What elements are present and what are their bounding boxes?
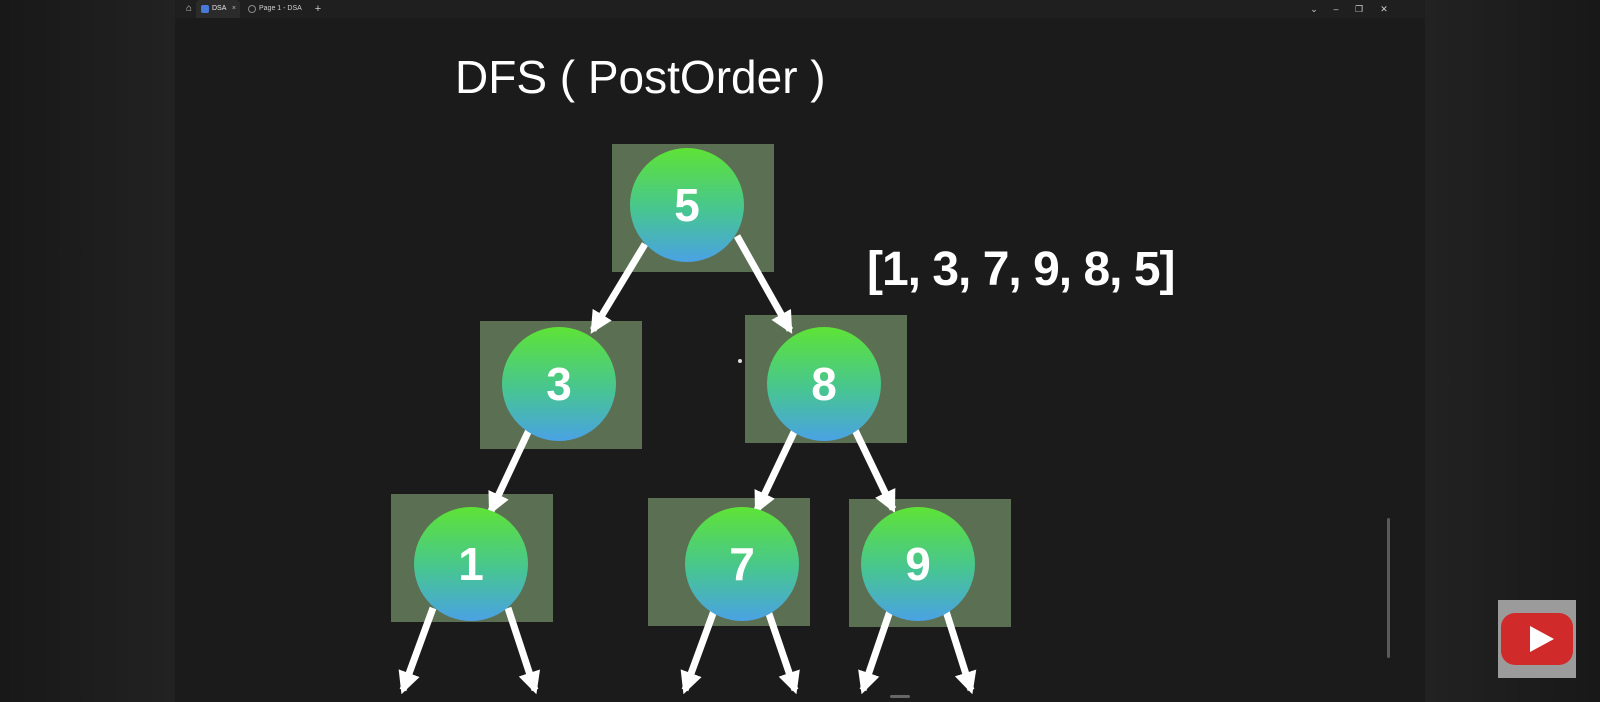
tree-node-5: 5 [630, 148, 744, 262]
cursor-dot [738, 359, 742, 363]
new-tab-icon[interactable]: + [314, 3, 322, 15]
minimize-icon[interactable]: – [1333, 4, 1339, 14]
close-window-icon[interactable]: ✕ [1380, 4, 1388, 14]
home-icon[interactable]: ⌂ [185, 3, 193, 14]
app-logo-icon [201, 5, 209, 13]
right-letterbox [1425, 0, 1600, 702]
vertical-scrollbar[interactable] [1387, 518, 1390, 658]
slide-canvas: DFS ( PostOrder ) [1, 3, 7, 9, 8, 5] [175, 18, 1425, 702]
tab-dsa[interactable]: DSA × [196, 0, 240, 18]
edge-9-right [941, 606, 977, 695]
left-letterbox [0, 0, 175, 702]
tree-node-1: 1 [414, 507, 528, 621]
globe-icon [248, 5, 256, 13]
edge-8-9 [851, 428, 897, 514]
bottom-handle[interactable] [890, 695, 910, 698]
edge-8-7 [753, 428, 799, 515]
tree-edges [398, 234, 977, 695]
youtube-logo-icon [1501, 613, 1573, 665]
edge-7-left [680, 606, 719, 695]
tree-node-3: 3 [502, 327, 616, 441]
tree-node-9: 9 [861, 507, 975, 621]
edge-5-8 [733, 234, 794, 334]
tab-page-1[interactable]: Page 1 - DSA [243, 0, 305, 18]
edge-1-left [398, 606, 437, 695]
postorder-result: [1, 3, 7, 9, 8, 5] [867, 243, 1175, 296]
play-icon [1530, 626, 1554, 652]
edge-3-1 [487, 428, 533, 516]
edge-9-left [858, 606, 895, 695]
tree-node-8: 8 [767, 327, 881, 441]
youtube-watermark[interactable] [1498, 600, 1576, 678]
tab-label: Page 1 - DSA [259, 5, 302, 12]
title-bar: ⌂ DSA × Page 1 - DSA + ⌄ – ❐ ✕ [175, 0, 1425, 18]
restore-icon[interactable]: ❐ [1354, 4, 1364, 14]
tab-label: DSA [212, 5, 227, 12]
chevron-down-icon[interactable]: ⌄ [1310, 4, 1318, 14]
app-window: ⌂ DSA × Page 1 - DSA + ⌄ – ❐ ✕ DFS ( Pos… [175, 0, 1425, 702]
edge-1-right [504, 606, 541, 695]
close-tab-icon[interactable]: × [231, 5, 236, 12]
tree-node-7: 7 [685, 507, 799, 621]
edge-5-3 [590, 242, 648, 334]
edge-7-right [763, 606, 800, 695]
slide-title: DFS ( PostOrder ) [455, 51, 826, 103]
